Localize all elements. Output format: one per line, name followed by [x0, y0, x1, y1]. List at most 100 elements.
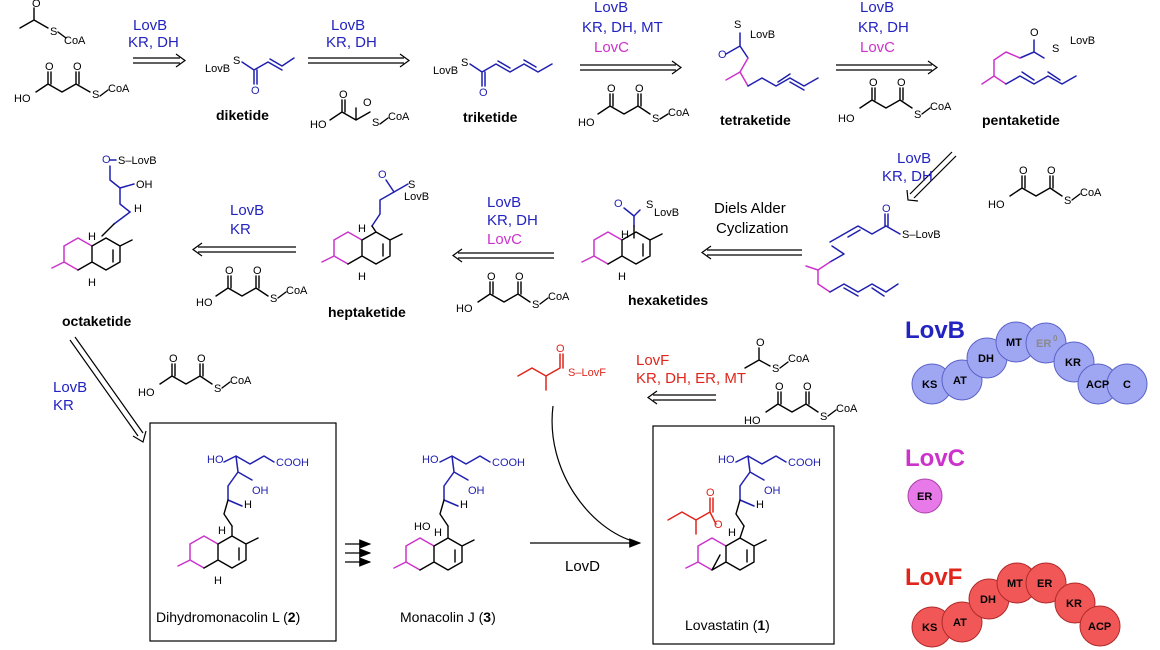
svg-text:S: S — [461, 57, 468, 69]
svg-text:H: H — [434, 527, 442, 539]
svg-text:KR: KR — [53, 397, 74, 414]
svg-text:KS: KS — [922, 379, 937, 391]
svg-text:O: O — [1047, 165, 1056, 177]
svg-text:ER: ER — [1037, 578, 1052, 590]
svg-text:HO: HO — [988, 199, 1005, 211]
svg-text:H: H — [621, 229, 629, 241]
step-arrow-4: LovB KR, DH LovC — [836, 0, 939, 75]
svg-text:O: O — [253, 265, 262, 277]
svg-text:OH: OH — [468, 485, 485, 497]
svg-text:LovB: LovB — [404, 191, 429, 203]
svg-text:CoA: CoA — [1080, 187, 1102, 199]
malonyl-coa-structure: O O HO S CoA — [14, 61, 130, 105]
svg-text:S–LovB: S–LovB — [118, 155, 157, 167]
svg-text:ACP: ACP — [1086, 379, 1109, 391]
svg-text:O: O — [882, 203, 891, 215]
svg-text:H: H — [460, 499, 468, 511]
svg-text:LovB: LovB — [654, 207, 679, 219]
multistep-arrows — [345, 539, 372, 567]
svg-text:MT: MT — [1007, 578, 1023, 590]
svg-text:OH: OH — [252, 485, 269, 497]
svg-text:O: O — [803, 381, 812, 393]
svg-text:O: O — [614, 198, 623, 210]
svg-text:O: O — [102, 154, 111, 166]
svg-text:KR: KR — [230, 221, 251, 238]
malonyl-coa-structure: O O HO S CoA — [838, 77, 952, 125]
svg-text:S: S — [408, 179, 415, 191]
heptaketide-label: heptaketide — [328, 304, 406, 320]
svg-text:DH: DH — [980, 594, 996, 606]
svg-text:CoA: CoA — [108, 83, 130, 95]
lovc-domains: ER — [907, 478, 943, 514]
svg-text:CoA: CoA — [548, 291, 570, 303]
svg-text:CoA: CoA — [836, 403, 858, 415]
svg-text:O: O — [718, 49, 727, 61]
svg-text:CoA: CoA — [930, 101, 952, 113]
malonyl-coa-structure: O O HO S CoA — [196, 265, 308, 309]
svg-text:HO: HO — [414, 521, 431, 533]
dihydromonacolin-l-structure: HO COOH OH H H H — [177, 454, 309, 587]
svg-text:S: S — [1052, 43, 1059, 55]
malonyl-coa-structure: O O HO S CoA — [744, 381, 858, 427]
malonyl-coa-structure: O O HO S CoA — [988, 165, 1102, 211]
lovastatin-box — [652, 425, 835, 645]
malonyl-coa-structure: O O HO S CoA — [310, 89, 410, 131]
svg-text:O: O — [775, 381, 784, 393]
svg-text:HO: HO — [138, 387, 155, 399]
svg-text:LovB: LovB — [433, 65, 458, 77]
lovc-title: LovC — [905, 445, 965, 472]
svg-text:O: O — [339, 89, 348, 101]
svg-text:KR, DH: KR, DH — [882, 168, 933, 185]
svg-text:H: H — [88, 231, 96, 243]
svg-text:KS: KS — [922, 622, 937, 634]
step-arrow-2: LovB KR, DH — [308, 17, 411, 68]
lovastatin-label: Lovastatin (1) — [685, 617, 770, 633]
svg-text:LovC: LovC — [594, 39, 629, 56]
svg-text:O: O — [635, 83, 644, 95]
malonyl-coa-structure: O O HO S CoA — [578, 83, 690, 129]
svg-text:O: O — [607, 83, 616, 95]
svg-text:LovC: LovC — [487, 231, 522, 248]
svg-text:OH: OH — [764, 485, 781, 497]
dihydromonacolin-l-box — [149, 422, 337, 642]
svg-text:MT: MT — [1006, 337, 1022, 349]
svg-text:LovB: LovB — [205, 63, 230, 75]
svg-text:H: H — [218, 525, 226, 537]
svg-text:LovB: LovB — [860, 0, 894, 16]
svg-text:S: S — [50, 26, 57, 38]
svg-text:H: H — [134, 203, 142, 215]
svg-text:HO: HO — [718, 454, 735, 466]
svg-text:S: S — [772, 363, 779, 375]
svg-text:S: S — [914, 109, 921, 121]
svg-text:KR: KR — [1065, 357, 1081, 369]
svg-text:KR, DH: KR, DH — [858, 19, 909, 36]
svg-text:O: O — [169, 353, 178, 365]
malonyl-coa-structure: O O HO S CoA — [456, 271, 570, 315]
step-arrow-7: LovB KR, DH LovC — [451, 194, 554, 263]
svg-text:LovB: LovB — [331, 17, 365, 34]
svg-text:CoA: CoA — [668, 107, 690, 119]
svg-text:HO: HO — [838, 113, 855, 125]
heptaketide-structure: O S LovB H H — [321, 169, 429, 283]
svg-text:H: H — [618, 271, 626, 283]
monacolin-j-structure: HO COOH OH H HO H — [393, 454, 525, 571]
svg-text:O: O — [515, 271, 524, 283]
svg-text:O: O — [1030, 27, 1039, 39]
svg-text:H: H — [88, 277, 96, 289]
svg-text:H: H — [214, 575, 222, 587]
svg-text:S: S — [233, 55, 240, 67]
step-arrow-3: LovB KR, DH, MT LovC — [580, 0, 683, 75]
svg-text:CoA: CoA — [788, 353, 810, 365]
svg-text:O: O — [73, 61, 82, 73]
svg-text:S: S — [646, 199, 653, 211]
methylbutyryl-lovf-structure: O S–LovF — [517, 343, 606, 391]
lovastatin-structure: HO COOH OH H O O H — [667, 454, 821, 571]
triketide-label: triketide — [463, 109, 518, 125]
svg-text:CoA: CoA — [230, 375, 252, 387]
diketide-structure: LovB S O — [205, 55, 295, 97]
dihydromonacolin-l-label: Dihydromonacolin L (2) — [156, 609, 300, 625]
svg-text:O: O — [487, 271, 496, 283]
svg-text:Diels Alder: Diels Alder — [714, 200, 786, 217]
lovb-title: LovB — [905, 317, 965, 344]
